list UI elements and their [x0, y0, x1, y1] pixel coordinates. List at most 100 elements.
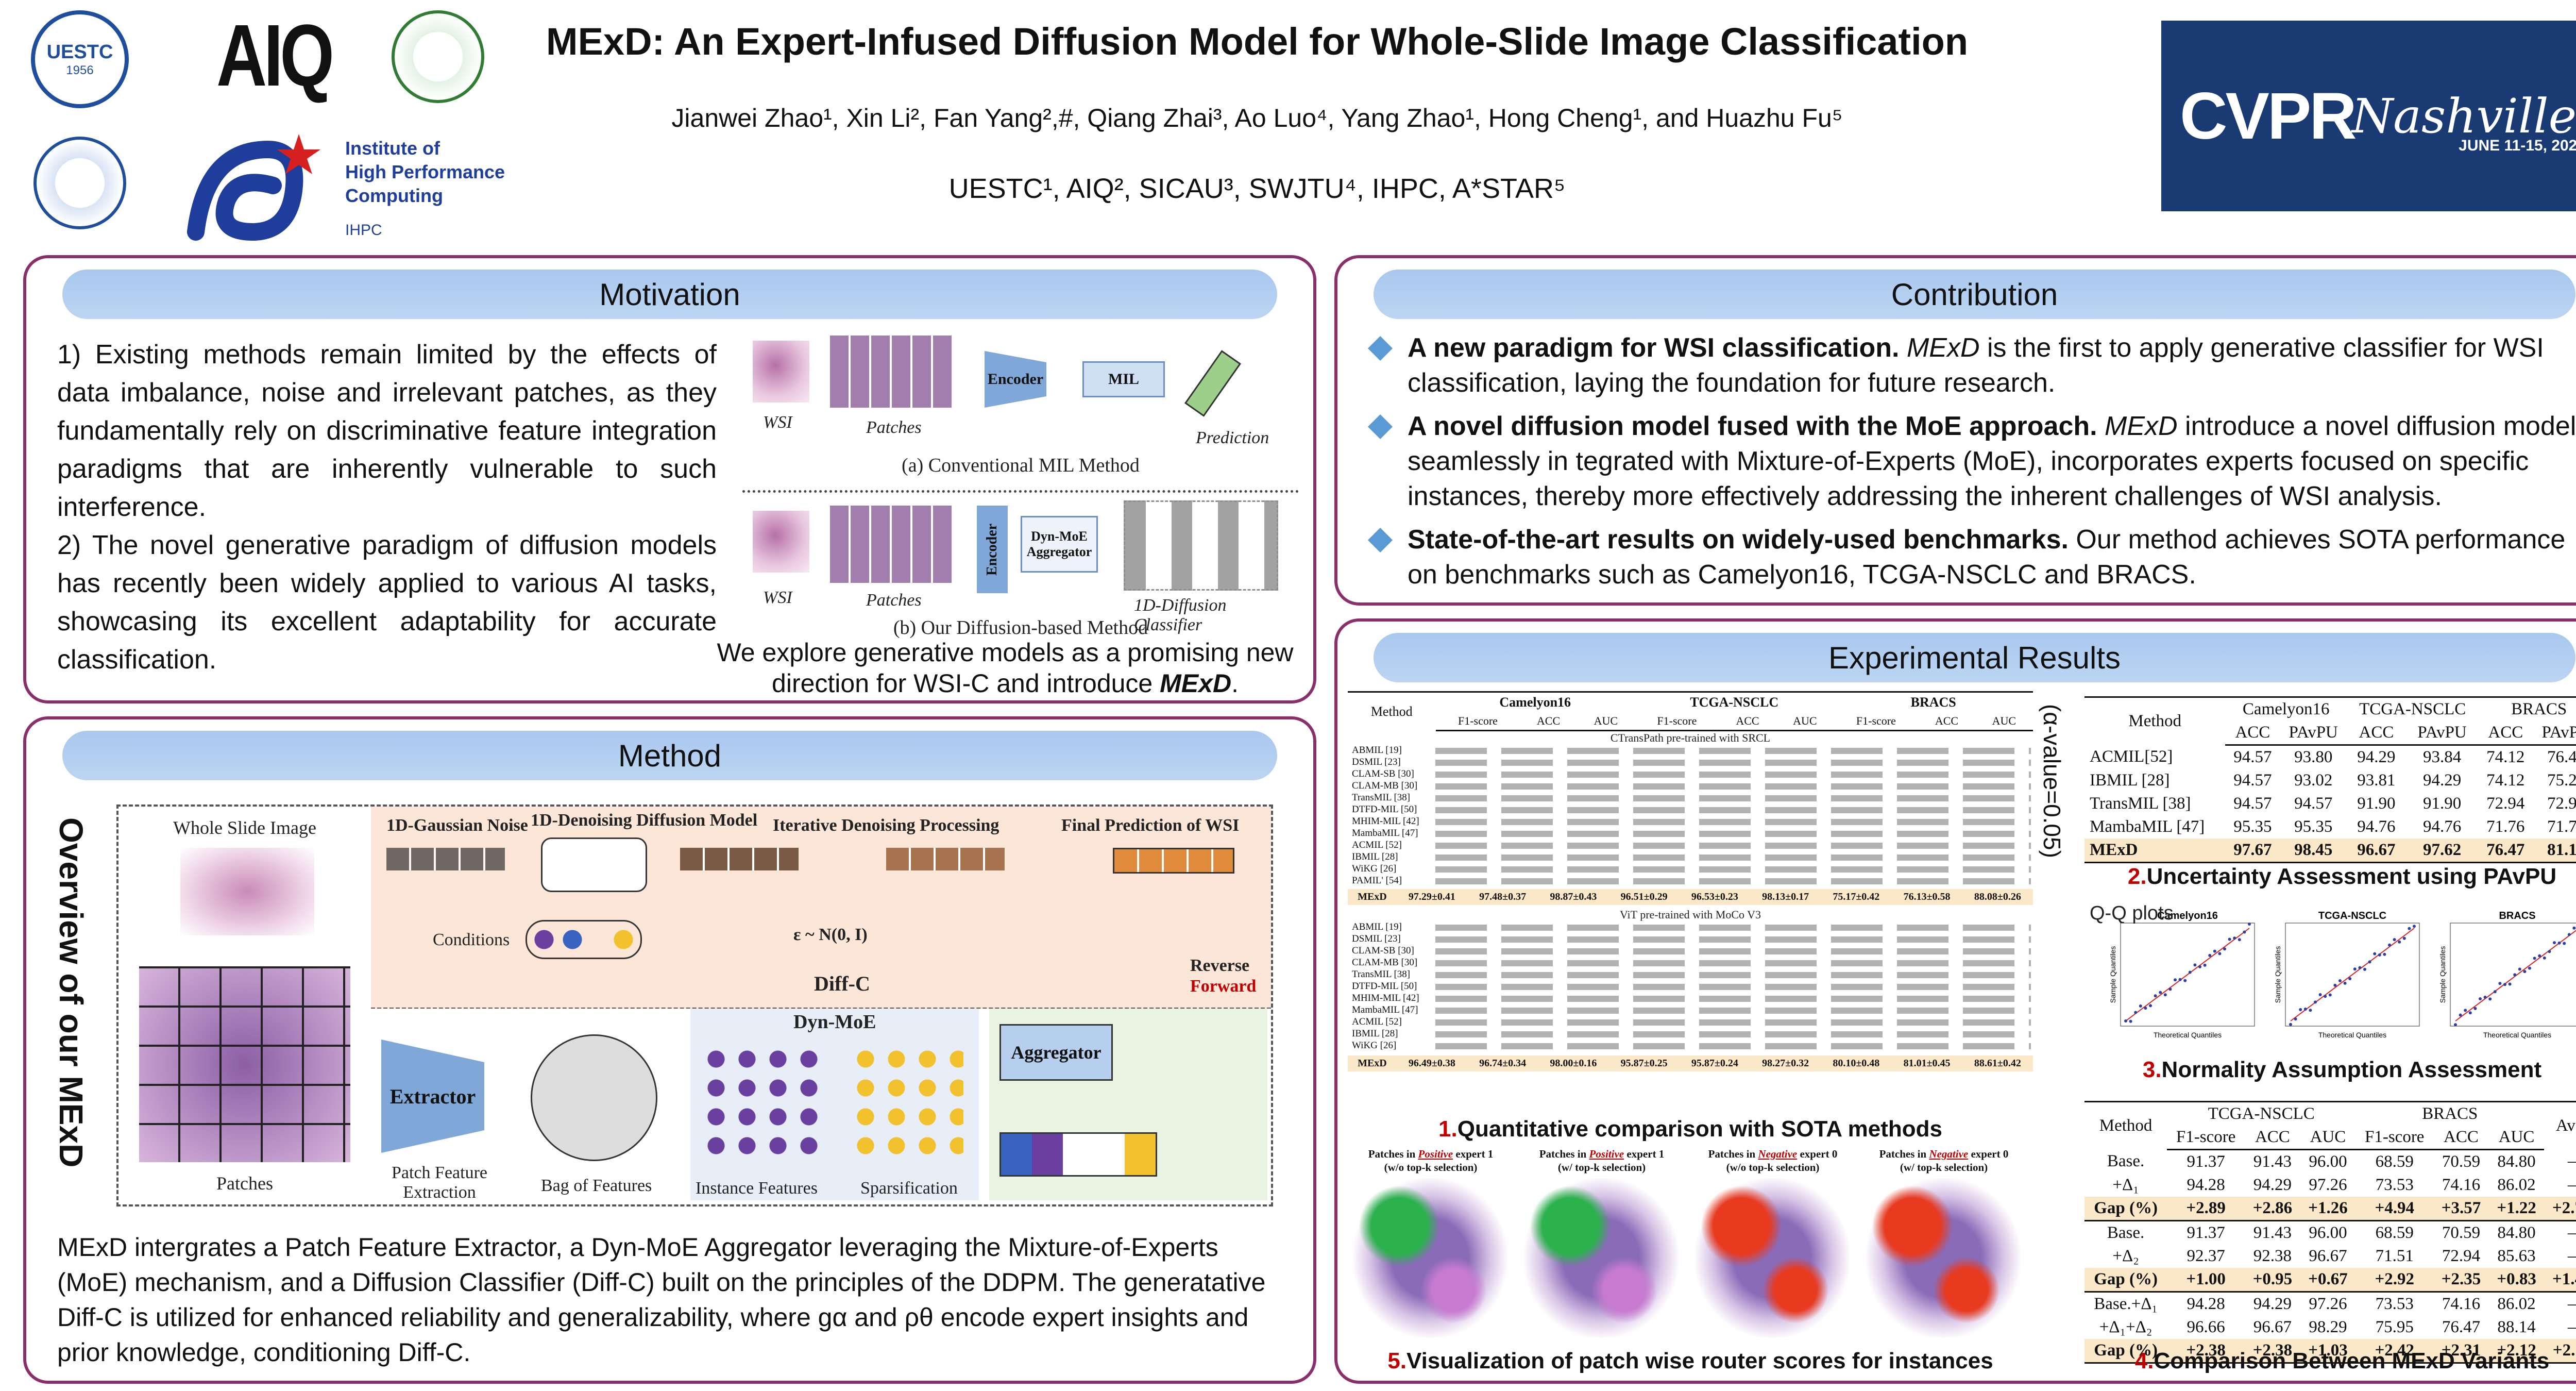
vis-label-pre: Patches in — [1539, 1148, 1589, 1160]
wsi-title: Whole Slide Image — [173, 817, 316, 838]
method-name: DSMIL [23] — [1352, 933, 1401, 944]
table-cell: 98.13±0.17 — [1750, 889, 1821, 905]
wsi-thumb-a — [753, 341, 809, 403]
qq-point — [2338, 979, 2342, 982]
qq-title: BRACS — [2499, 910, 2535, 921]
avg-cell: – — [2567, 1318, 2576, 1336]
metric-header: AUC — [2300, 1126, 2356, 1150]
vis-label: Patches in Positive expert 1(w/ top-k se… — [1519, 1147, 1685, 1174]
qq-point — [2233, 936, 2236, 940]
vis-label-pre: Patches in — [1368, 1148, 1418, 1160]
values-placeholder — [1435, 1031, 2031, 1037]
table-cell: +1.22 — [2488, 1197, 2545, 1221]
metric: F1-score — [1834, 712, 1919, 731]
table-cell: +2.86 — [2245, 1197, 2300, 1221]
qq-point — [2218, 952, 2222, 956]
contrib-2-rest: introduce a novel diffusion model seamle… — [1408, 411, 2576, 511]
qq-point — [2479, 997, 2482, 1000]
metric-header: ACC — [2478, 721, 2533, 746]
qq-point — [2567, 933, 2571, 936]
qq-point — [2508, 982, 2512, 986]
metric: AUC — [1975, 712, 2033, 731]
section-1-label: CTransPath pre-trained with SRCL — [1610, 731, 1771, 744]
caption-1: 1.Quantitative comparison with SOTA meth… — [1348, 1116, 2033, 1142]
qq-point — [2523, 970, 2527, 974]
qq-point — [2498, 982, 2502, 985]
values-placeholder — [1435, 854, 2031, 861]
vis-label-pre: Patches in — [1879, 1148, 1929, 1160]
swjtu-logo — [33, 137, 126, 229]
qq-point — [2328, 993, 2332, 997]
closing-period: . — [1231, 669, 1239, 698]
table-cell: +4.94 — [2355, 1197, 2434, 1221]
vis-label-kw: Negative — [1929, 1148, 1969, 1160]
results-heading: Experimental Results — [1374, 633, 2575, 682]
vis-label-post: expert 1 — [1624, 1148, 1665, 1160]
table-cell: 97.67 — [2225, 839, 2280, 863]
method-panel: Method Overview of our MExD Whole Slide … — [23, 716, 1316, 1384]
qq-point — [2193, 963, 2197, 967]
qq-point — [2402, 936, 2406, 940]
table-cell: +2.12 — [2488, 1339, 2545, 1364]
values-placeholder — [1435, 783, 2031, 790]
table-cell: 68.59 — [2375, 1152, 2414, 1171]
table-cell: 94.57 — [2294, 794, 2333, 813]
diffc-panel: 1D-Gaussian Noise 1D-Denoising Diffusion… — [371, 807, 1271, 1010]
method-name: MExD — [1348, 1055, 1397, 1071]
qq-point — [2454, 1023, 2457, 1027]
qq-point — [2223, 947, 2226, 951]
extractor-block: Extractor — [381, 1040, 484, 1153]
motivation-heading: Motivation — [62, 270, 1277, 319]
table-cell: 95.35 — [2233, 817, 2272, 836]
motivation-closing: We explore generative models as a promis… — [711, 637, 1299, 699]
qq-point — [2483, 995, 2487, 999]
avg-cell: +2.11 — [2544, 1339, 2576, 1364]
table-row: CLAM-SB [30] — [1348, 768, 2033, 780]
method-heading: Method — [62, 731, 1277, 780]
instance-label: Instance Features — [696, 1179, 818, 1198]
table-cell: 74.12 — [2486, 771, 2525, 790]
table-cell: 97.48±0.37 — [1467, 889, 1538, 905]
method-name: +Δ₂ — [2112, 1247, 2139, 1265]
vis-panel: Patches in Positive expert 1(w/o top-k s… — [1348, 1147, 1514, 1343]
qq-point — [2303, 1007, 2307, 1011]
vis-label-post: expert 0 — [1968, 1148, 2009, 1160]
values-placeholder — [1435, 748, 2031, 754]
vis-label-sub: (w/o top-k selection) — [1384, 1161, 1478, 1174]
table-cell: 92.38 — [2253, 1247, 2292, 1265]
motivation-point-2: 2) The novel generative paradigm of diff… — [57, 530, 717, 675]
method-name: IBMIL [28] — [2090, 771, 2170, 790]
denoise-network — [541, 837, 647, 892]
qq-xlabel: Theoretical Quantiles — [2154, 1031, 2222, 1039]
qq-point — [2309, 1009, 2312, 1012]
pfe-label: Patch Feature Extraction — [392, 1163, 487, 1202]
method-name: Gap (%) — [2084, 1339, 2167, 1364]
instance-dots — [701, 1045, 829, 1163]
qq-point — [2513, 973, 2517, 977]
metric-header: PAvPU — [2405, 721, 2479, 746]
qq-point — [2163, 993, 2167, 997]
qq-point — [2299, 1008, 2302, 1011]
qq-point — [2228, 937, 2231, 941]
vis-label: Patches in Negative expert 0(w/o top-k s… — [1690, 1147, 1856, 1174]
metric-header: ACC — [2225, 721, 2280, 746]
table-cell: +2.31 — [2433, 1339, 2489, 1364]
caption-4-num: 4. — [2134, 1348, 2154, 1373]
table-row: MHIM-MIL [42] — [1348, 993, 2033, 1004]
qq-point — [2388, 943, 2391, 947]
caption-3-text: Normality Assumption Assessment — [2161, 1057, 2542, 1082]
table-cell: 98.29 — [2309, 1318, 2347, 1336]
heatmap-image — [1353, 1178, 1507, 1338]
astar-logo — [175, 129, 330, 247]
qq-point — [2363, 967, 2366, 971]
gauss-label: 1D-Gaussian Noise — [386, 816, 528, 835]
aggregated-strip — [999, 1132, 1157, 1177]
table-cell: 98.00±0.16 — [1538, 1055, 1609, 1071]
qq-reference-line — [2125, 928, 2250, 1021]
table-cell: 72.94 — [2547, 794, 2576, 813]
diffc-label: Diff-C — [814, 972, 870, 995]
